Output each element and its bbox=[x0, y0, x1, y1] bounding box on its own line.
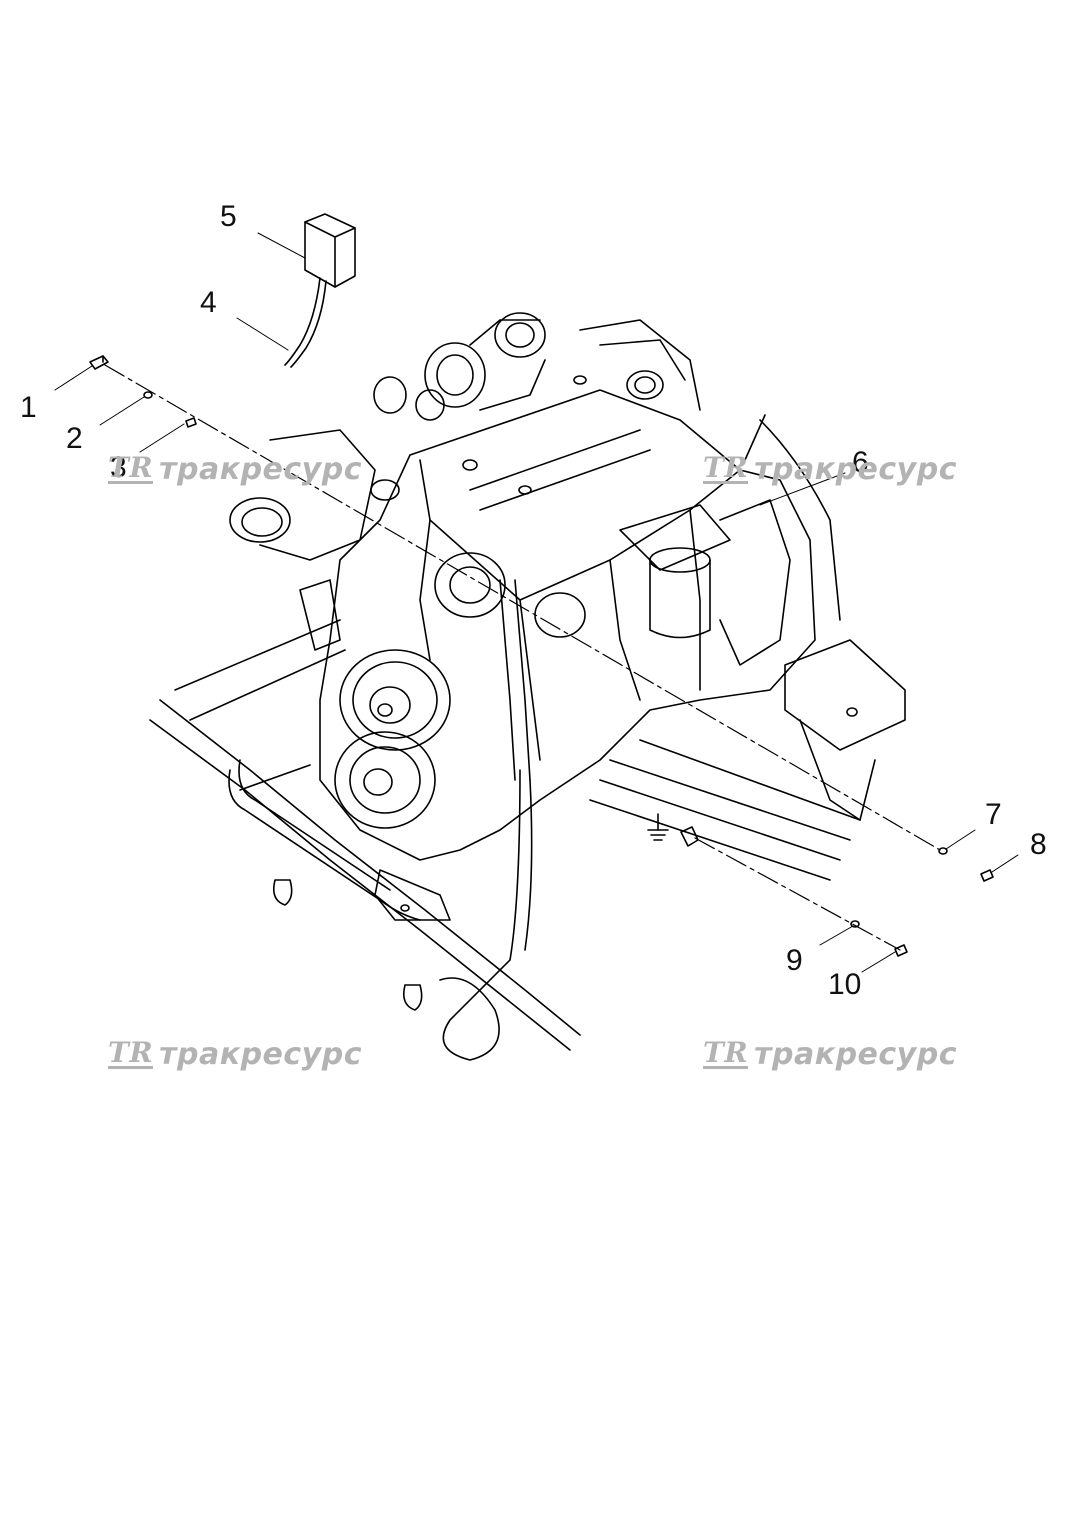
hardware-item-9 bbox=[850, 920, 860, 928]
callout-2: 2 bbox=[66, 422, 83, 455]
callout-7: 7 bbox=[985, 798, 1002, 831]
frame-rails bbox=[149, 619, 861, 1051]
leader-lines bbox=[54, 232, 1019, 973]
crank-pulley bbox=[334, 552, 586, 829]
fuel-filter bbox=[619, 419, 841, 666]
watermark-logo: TR bbox=[703, 1036, 749, 1070]
callout-3: 3 bbox=[110, 451, 127, 484]
alternator bbox=[229, 429, 400, 651]
callout-10: 10 bbox=[828, 968, 862, 1001]
watermark-top-right: TR тракресурс bbox=[703, 452, 957, 487]
sensor-box bbox=[304, 213, 356, 288]
callout-4: 4 bbox=[200, 286, 217, 319]
wiring-harness bbox=[272, 769, 533, 1061]
engine-block bbox=[319, 319, 816, 861]
hardware-item-2 bbox=[143, 391, 153, 399]
hardware-item-7 bbox=[938, 847, 948, 855]
watermark-logo: TR bbox=[108, 1036, 154, 1070]
watermark-bottom-left: TR тракресурс bbox=[108, 1037, 362, 1072]
watermark-logo: TR bbox=[703, 451, 749, 485]
valve-cover bbox=[462, 370, 664, 495]
callout-8: 8 bbox=[1030, 828, 1047, 861]
assembly-dashed-lines bbox=[104, 364, 941, 951]
watermark-bottom-right: TR тракресурс bbox=[703, 1037, 957, 1072]
ground-icon bbox=[647, 813, 669, 841]
hardware-item-1 bbox=[89, 355, 109, 370]
watermark-text: тракресурс bbox=[754, 452, 957, 487]
dipstick-tube bbox=[499, 414, 766, 781]
ground-stud bbox=[680, 826, 699, 847]
callout-5: 5 bbox=[220, 200, 237, 233]
engine-mount-right bbox=[784, 639, 906, 821]
hardware-item-10 bbox=[894, 944, 908, 957]
hardware-item-8 bbox=[980, 869, 994, 882]
hardware-item-3 bbox=[185, 417, 197, 428]
watermark-text: тракресурс bbox=[159, 1037, 362, 1072]
callout-1: 1 bbox=[20, 391, 37, 424]
callout-9: 9 bbox=[786, 944, 803, 977]
engine-mount-left bbox=[374, 869, 451, 921]
callout-6: 6 bbox=[852, 446, 869, 479]
watermark-text: тракресурс bbox=[159, 452, 362, 487]
sensor-cable bbox=[284, 277, 327, 368]
watermark-logo: TR bbox=[108, 451, 154, 485]
watermark-top-left: TR тракресурс bbox=[108, 452, 362, 487]
watermark-text: тракресурс bbox=[754, 1037, 957, 1072]
turbocharger bbox=[373, 312, 546, 421]
